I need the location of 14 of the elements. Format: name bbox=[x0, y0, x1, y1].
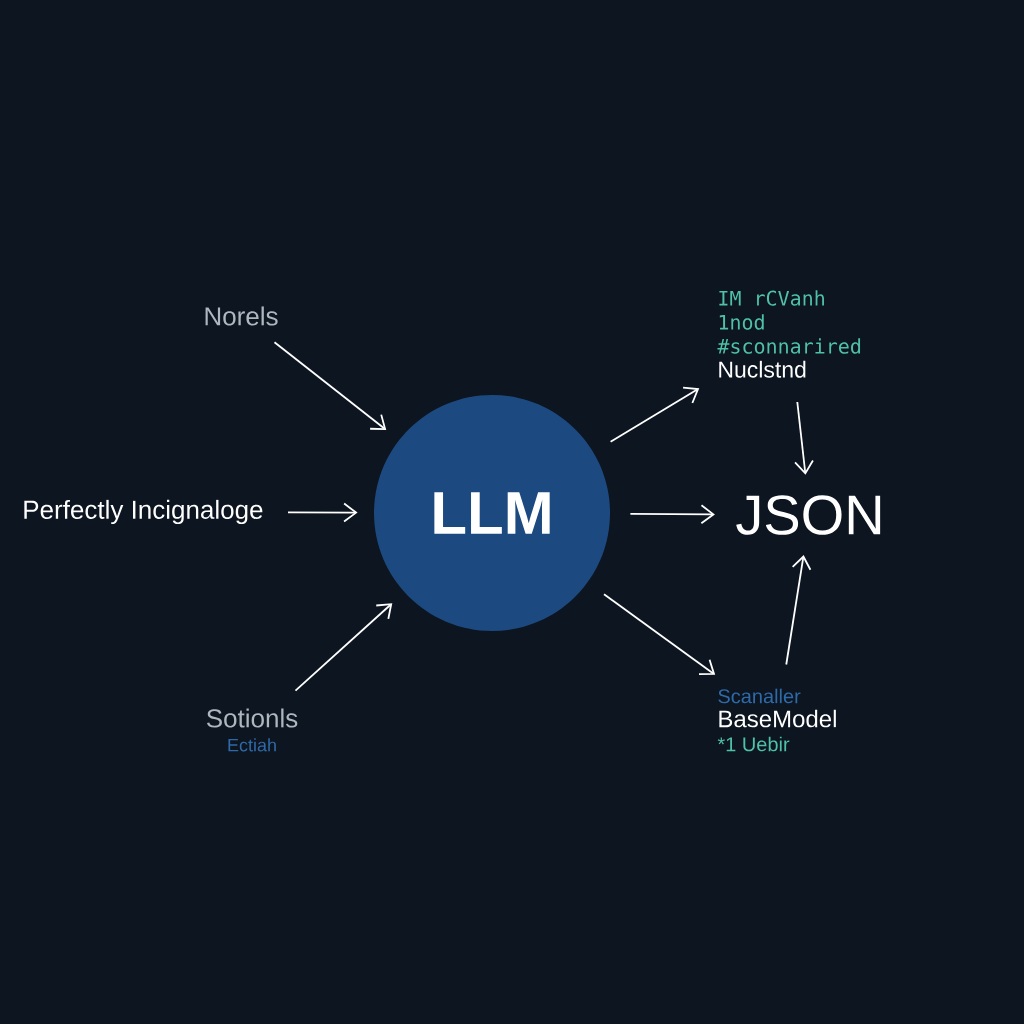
arrow bbox=[785, 555, 812, 666]
input-label: Norels bbox=[205, 306, 278, 326]
output-label: JSON bbox=[736, 495, 881, 535]
arrow bbox=[629, 504, 715, 525]
input-label: Perfectly Incignaloge bbox=[24, 499, 263, 525]
arrow bbox=[609, 386, 700, 443]
arrow bbox=[603, 593, 716, 676]
arrow bbox=[794, 401, 814, 475]
code-snippet: IM rCVanh 1nod #sconnarired Nuclstnd bbox=[717, 290, 861, 378]
code-snippet: Scanaller BaseModel *1 Uebir bbox=[717, 688, 836, 752]
arrow bbox=[273, 341, 387, 430]
arrow bbox=[294, 603, 393, 692]
arrow bbox=[287, 502, 358, 523]
input-label: Sotionls Ectiah bbox=[206, 708, 298, 752]
